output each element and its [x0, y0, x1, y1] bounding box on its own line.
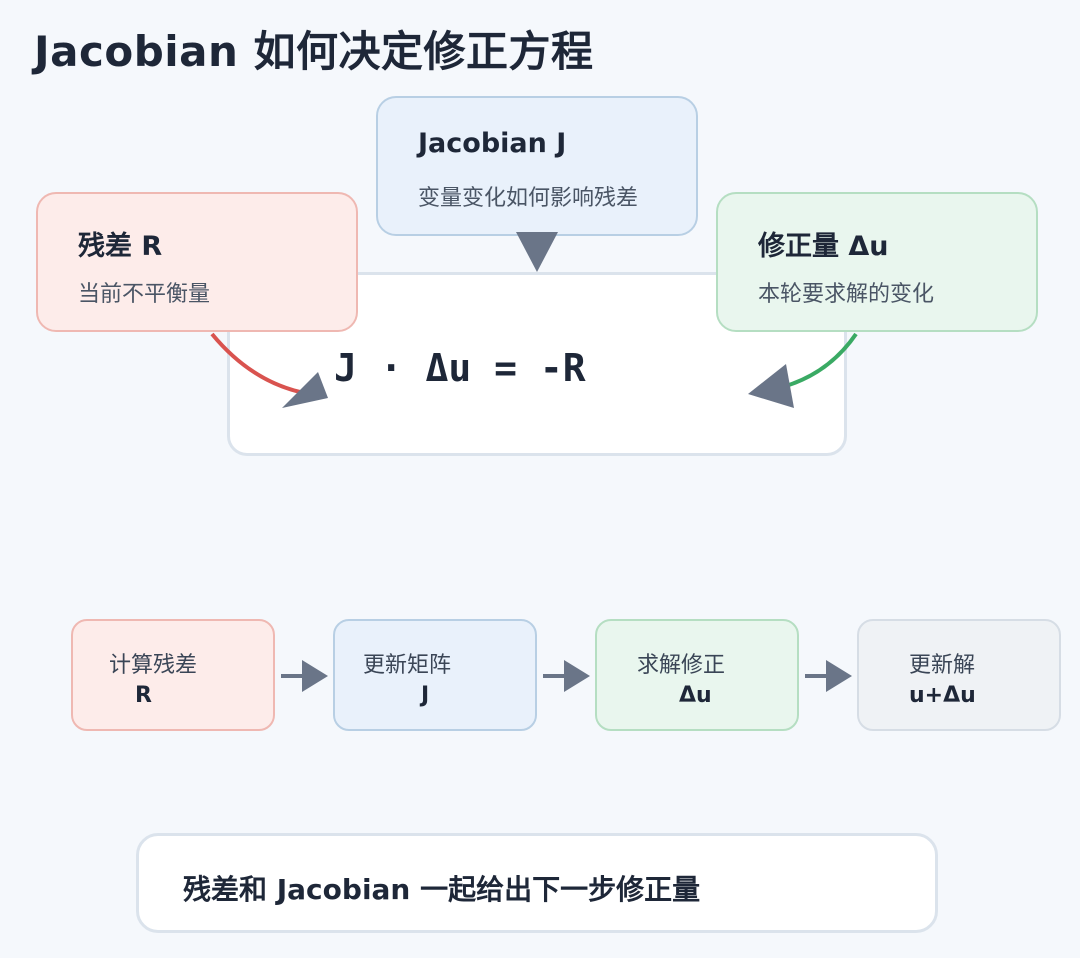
step-arrow-2-head [564, 660, 590, 692]
residual-subtitle: 当前不平衡量 [78, 282, 211, 307]
summary-text: 残差和 Jacobian 一起给出下一步修正量 [183, 873, 701, 906]
step-solve-correction: 求解修正 Δu [595, 619, 799, 731]
page-title: Jacobian 如何决定修正方程 [34, 27, 594, 76]
summary-panel: 残差和 Jacobian 一起给出下一步修正量 [136, 833, 938, 933]
step-value: Δu [679, 683, 712, 708]
correction-connector-curve [785, 332, 858, 388]
step-update-matrix: 更新矩阵 J [333, 619, 537, 731]
step-compute-residual: 计算残差 R [71, 619, 275, 731]
jacobian-subtitle: 变量变化如何影响残差 [418, 186, 639, 211]
step-arrow-3-head [826, 660, 852, 692]
residual-arrowhead [282, 372, 328, 408]
step-value: R [135, 683, 152, 708]
jacobian-title: Jacobian J [418, 128, 567, 159]
jacobian-card: Jacobian J 变量变化如何影响残差 [376, 96, 698, 236]
step-label: 更新解 [909, 653, 976, 678]
step-arrow-1-head [302, 660, 328, 692]
step-update-solution: 更新解 u+Δu [857, 619, 1061, 731]
correction-card: 修正量 Δu 本轮要求解的变化 [716, 192, 1038, 332]
step-label: 求解修正 [637, 653, 726, 678]
residual-card: 残差 R 当前不平衡量 [36, 192, 358, 332]
residual-connector-curve [210, 332, 301, 394]
equation-text: J · Δu = -R [334, 346, 586, 390]
correction-arrowhead [748, 364, 794, 408]
step-value: J [421, 683, 430, 708]
jacobian-arrowhead [516, 232, 558, 272]
step-label: 计算残差 [109, 653, 198, 678]
correction-subtitle: 本轮要求解的变化 [758, 282, 935, 307]
correction-title: 修正量 Δu [758, 231, 889, 262]
step-value: u+Δu [909, 683, 976, 708]
residual-title: 残差 R [78, 231, 163, 262]
step-label: 更新矩阵 [363, 653, 452, 678]
